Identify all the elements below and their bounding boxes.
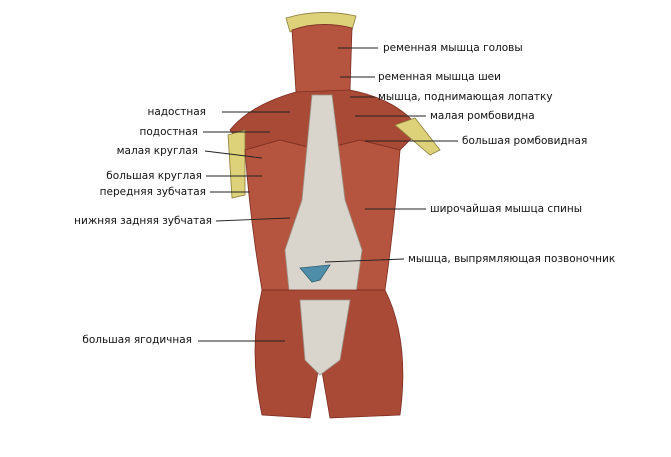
iliac-crest-shape [299,264,331,283]
leader-lines [198,47,458,342]
label-rhomboid-major: большая ромбовидная [462,135,588,147]
gluteal-fascia-shape [299,299,351,376]
label-teres-minor: малая круглая [116,145,198,157]
label-gluteus-maximus: большая ягодичная [82,334,192,346]
leader-line-serratus-posterior-inferior [215,217,291,222]
label-serratus-posterior-inferior: нижняя задняя зубчатая [74,215,212,227]
right-humerus-shape [394,117,441,156]
leader-line-erector-spinae [324,258,405,263]
label-latissimus-dorsi: широчайшая мышца спины [430,203,583,215]
label-supraspinatus: надостная [147,106,207,118]
label-erector-spinae: мышца, выпрямляющая позвоночник [408,253,616,265]
label-splenius-capitis: ременная мышца головы [383,42,523,54]
label-teres-major: большая круглая [106,170,202,182]
label-levator-scapulae: мышца, поднимающая лопатку [378,91,553,103]
left-humerus-shape [227,129,246,199]
label-rhomboid-minor: малая ромбовидна [430,110,535,122]
leader-line-teres-minor [204,150,263,159]
neck-muscles-shape [291,24,353,96]
label-splenius-cervicis: ременная мышца шеи [378,71,501,83]
label-infraspinatus: подостная [139,126,198,138]
label-serratus-anterior: передняя зубчатая [99,186,206,198]
